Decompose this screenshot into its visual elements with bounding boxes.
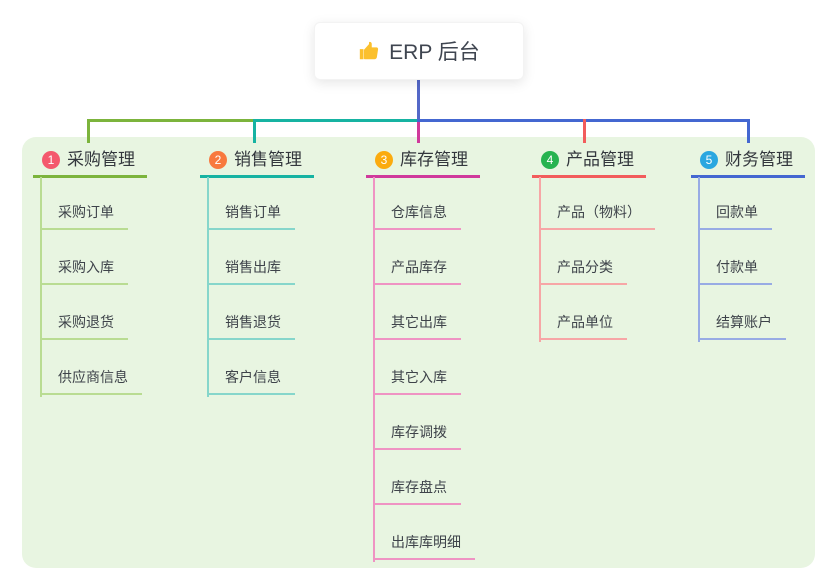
branch-title-product[interactable]: 4 产品管理 bbox=[532, 149, 646, 178]
branch-child-line bbox=[207, 177, 209, 397]
connector-drop-branch-1 bbox=[87, 119, 90, 143]
branches-panel bbox=[22, 137, 815, 568]
branch-badge-4: 4 bbox=[541, 150, 559, 169]
node-payment-order[interactable]: 付款单 bbox=[698, 257, 772, 285]
branch-label: 库存管理 bbox=[400, 150, 468, 169]
connector-drop-branch-4 bbox=[583, 119, 586, 143]
branch-badge-5: 5 bbox=[700, 150, 718, 169]
thumbs-up-icon bbox=[360, 41, 379, 60]
node-stock-transfer[interactable]: 库存调拨 bbox=[373, 422, 461, 450]
branch-label: 财务管理 bbox=[725, 150, 793, 169]
node-sales-outbound[interactable]: 销售出库 bbox=[207, 257, 295, 285]
node-sales-return[interactable]: 销售退货 bbox=[207, 312, 295, 340]
node-product-stock[interactable]: 产品库存 bbox=[373, 257, 461, 285]
node-other-outbound[interactable]: 其它出库 bbox=[373, 312, 461, 340]
node-customer-info[interactable]: 客户信息 bbox=[207, 367, 295, 395]
connector-segment-branch-2 bbox=[253, 119, 417, 122]
connector-drop-branch-2 bbox=[253, 119, 256, 143]
node-settlement-account[interactable]: 结算账户 bbox=[698, 312, 786, 340]
node-purchase-order[interactable]: 采购订单 bbox=[40, 202, 128, 230]
branch-badge-2: 2 bbox=[209, 150, 227, 169]
node-warehouse-info[interactable]: 仓库信息 bbox=[373, 202, 461, 230]
branch-title-inventory[interactable]: 3 库存管理 bbox=[366, 149, 480, 178]
node-product-unit[interactable]: 产品单位 bbox=[539, 312, 627, 340]
branch-child-line bbox=[539, 177, 541, 342]
branch-child-line bbox=[698, 177, 700, 342]
branch-label: 产品管理 bbox=[566, 150, 634, 169]
branch-child-line bbox=[40, 177, 42, 397]
branch-child-line bbox=[373, 177, 375, 562]
branch-label: 销售管理 bbox=[234, 150, 302, 169]
node-stock-taking[interactable]: 库存盘点 bbox=[373, 477, 461, 505]
node-product-category[interactable]: 产品分类 bbox=[539, 257, 627, 285]
connector-drop-branch-5 bbox=[747, 119, 750, 143]
node-receipt-order[interactable]: 回款单 bbox=[698, 202, 772, 230]
branch-badge-3: 3 bbox=[375, 150, 393, 169]
branch-title-purchase[interactable]: 1 采购管理 bbox=[33, 149, 147, 178]
node-other-inbound[interactable]: 其它入库 bbox=[373, 367, 461, 395]
branch-badge-1: 1 bbox=[42, 150, 60, 169]
branch-title-sales[interactable]: 2 销售管理 bbox=[200, 149, 314, 178]
root-node-label: ERP 后台 bbox=[389, 41, 480, 64]
connector-drop-branch-3 bbox=[417, 122, 420, 143]
node-purchase-return[interactable]: 采购退货 bbox=[40, 312, 128, 340]
node-supplier-info[interactable]: 供应商信息 bbox=[40, 367, 142, 395]
node-purchase-inbound[interactable]: 采购入库 bbox=[40, 257, 128, 285]
node-sales-order[interactable]: 销售订单 bbox=[207, 202, 295, 230]
trunk-line bbox=[417, 80, 420, 122]
node-outbound-details[interactable]: 出库库明细 bbox=[373, 532, 475, 560]
node-product-material[interactable]: 产品（物料） bbox=[539, 202, 655, 230]
branch-title-finance[interactable]: 5 财务管理 bbox=[691, 149, 805, 178]
connector-segment-branch-1 bbox=[87, 119, 255, 122]
root-node-erp[interactable]: ERP 后台 bbox=[314, 22, 524, 80]
branch-label: 采购管理 bbox=[67, 150, 135, 169]
